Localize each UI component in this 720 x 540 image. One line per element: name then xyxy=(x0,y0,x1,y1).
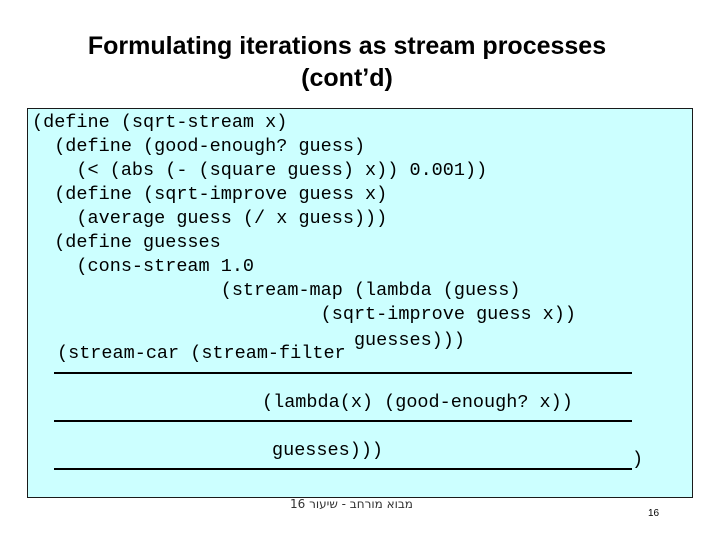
code-line-4: (define (sqrt-improve guess x) xyxy=(32,184,388,205)
code-line-1: (define (sqrt-stream x) xyxy=(32,112,288,133)
footer-text: מבוא מורחב - שיעור 16 xyxy=(290,497,413,511)
blank-line-2 xyxy=(54,420,632,422)
code-line-2: (define (good-enough? guess) xyxy=(32,136,366,157)
code-line-3: (< (abs (- (square guess) x)) 0.001)) xyxy=(32,160,488,181)
blank-line-3 xyxy=(54,468,632,470)
code-line-6: (define guesses xyxy=(32,232,221,253)
closing-paren: ) xyxy=(632,449,644,470)
slide-title: Formulating iterations as stream process… xyxy=(0,30,694,94)
code-line-8: (stream-map (lambda (guess) xyxy=(32,280,521,301)
blank-line-1 xyxy=(54,372,632,374)
code-line-9: (sqrt-improve guess x)) xyxy=(32,304,576,325)
title-line-1: Formulating iterations as stream process… xyxy=(87,32,607,60)
stream-car-line: (stream-car (stream-filter xyxy=(57,343,346,364)
guesses-line: guesses))) xyxy=(272,440,384,461)
code-line-7: (cons-stream 1.0 xyxy=(32,256,255,277)
code-line-5: (average guess (/ x guess))) xyxy=(32,208,388,229)
lambda-line: (lambda(x) (good-enough? x)) xyxy=(262,392,573,413)
code-block xyxy=(27,108,693,498)
page-number: 16 xyxy=(648,508,660,519)
code-line-10: guesses))) xyxy=(32,330,465,351)
title-line-2: (cont’d) xyxy=(301,64,393,92)
